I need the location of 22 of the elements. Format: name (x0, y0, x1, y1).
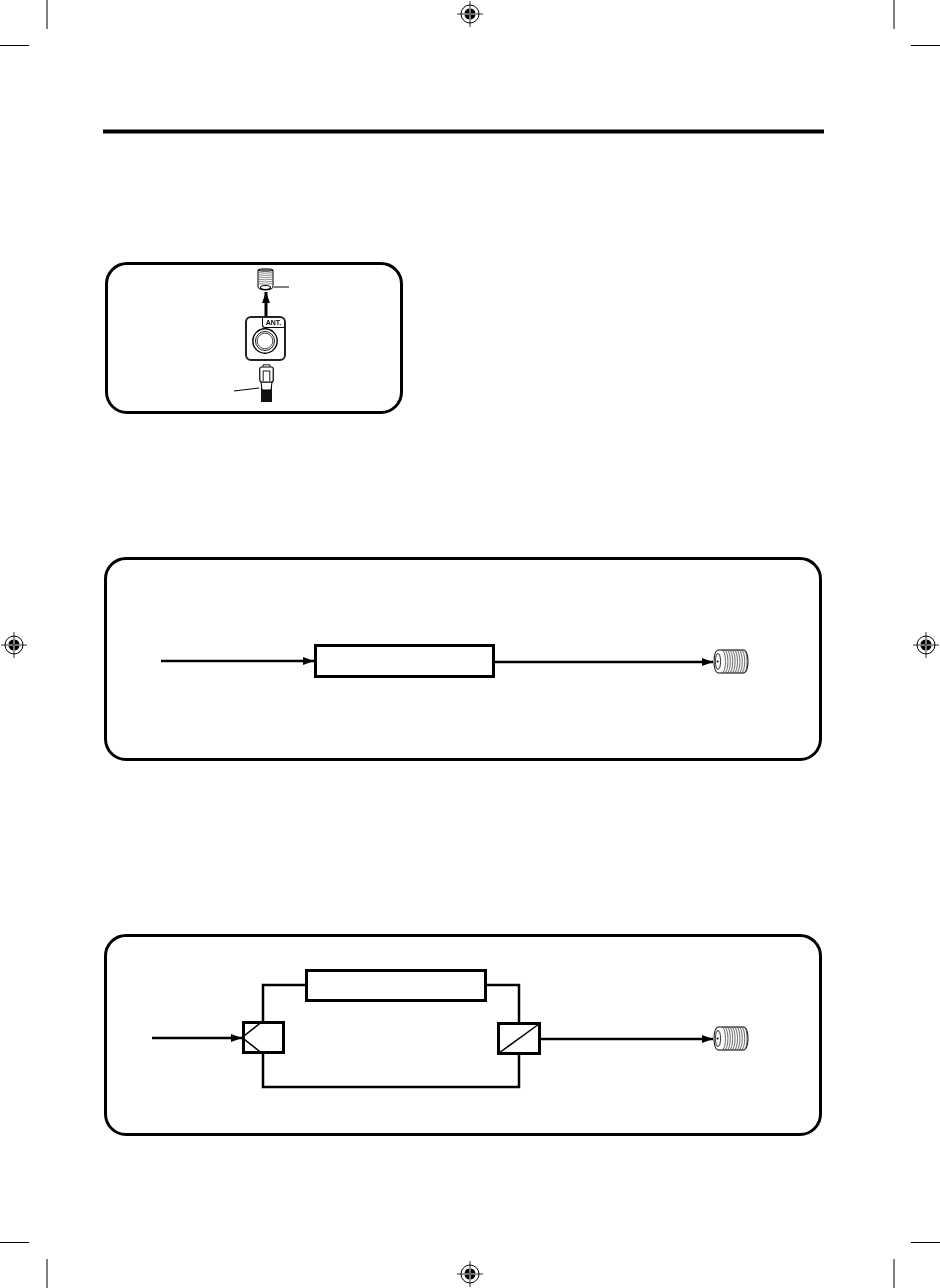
figure-panel (104, 934, 822, 1136)
arrow (152, 1034, 242, 1042)
blank-box (305, 969, 487, 1002)
connector-line (487, 983, 521, 1022)
connector-line (261, 983, 305, 1021)
leader-line (273, 286, 290, 288)
arrow (262, 292, 270, 316)
antenna-jack-panel (245, 316, 286, 361)
leader-line (233, 387, 260, 392)
threaded-connector-drawing (713, 1026, 749, 1051)
arrow (541, 1035, 713, 1043)
arrow (161, 657, 314, 665)
cable-plug-drawing (259, 364, 274, 402)
arrow (495, 658, 713, 666)
blank-box (314, 644, 495, 678)
combiner-box (497, 1022, 541, 1055)
connector-line (261, 1054, 521, 1089)
splitter-box (242, 1021, 285, 1054)
figure-panel (104, 557, 822, 761)
threaded-connector-drawing (257, 268, 274, 292)
threaded-connector-drawing (713, 649, 749, 674)
figure-panel (105, 262, 403, 414)
